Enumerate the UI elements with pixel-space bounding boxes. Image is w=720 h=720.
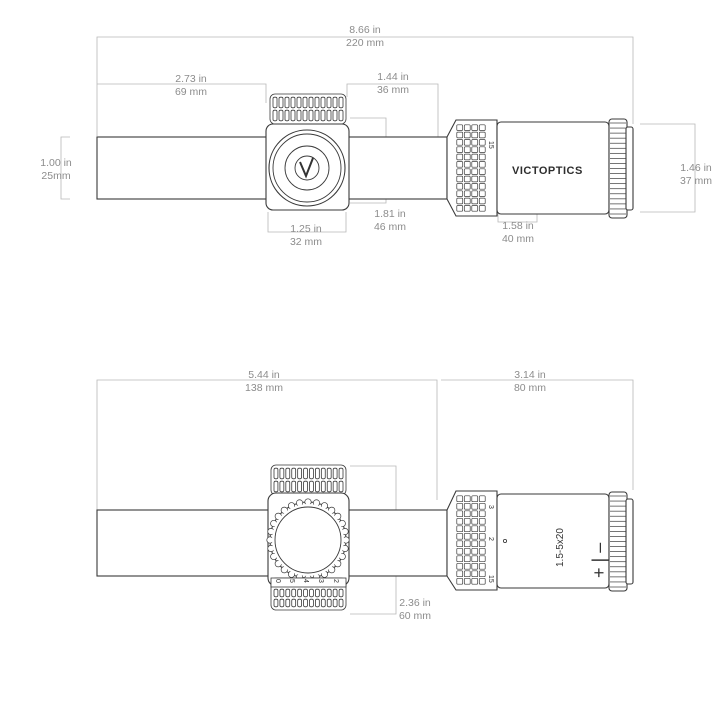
tube-diameter-in: 1.00 in	[40, 157, 72, 169]
model-label: 1.5-5x20	[555, 528, 566, 567]
top-ring-number: 15	[487, 141, 494, 149]
eyepiece-section-mm: 80 mm	[514, 382, 546, 394]
side-eyepiece-ring	[608, 491, 634, 592]
illum-mark-0: 0	[274, 579, 281, 583]
objective-to-power-ring-mm: 138 mm	[245, 382, 283, 394]
top-dimension-lines	[60, 36, 696, 233]
front-tube-length-in: 2.73 in	[175, 73, 207, 85]
illum-mark-5: 5	[288, 579, 295, 583]
eyepiece-length-in: 1.58 in	[502, 220, 534, 232]
turret-width-mm: 32 mm	[290, 236, 322, 248]
top-view: 15 VICTOPTICS 8.66 in 220 mm 2.73 in 69 …	[40, 24, 712, 248]
turret-to-eyepiece-mm: 36 mm	[377, 84, 409, 96]
objective-to-power-ring-in: 5.44 in	[248, 369, 280, 381]
brand-label: VICTOPTICS	[512, 165, 583, 177]
power-mark-2: 2	[487, 537, 494, 541]
tube-diameter-mm: 25mm	[41, 170, 70, 182]
overall-length-mm: 220 mm	[346, 37, 384, 49]
side-view: 0 5 4 3 2 3 2 15 1.5-5x20 + | – 5.44 in …	[96, 369, 634, 622]
top-turret-cap	[268, 129, 346, 207]
turret-height-mm: 46 mm	[374, 221, 406, 233]
overall-length-in: 8.66 in	[349, 24, 381, 36]
illum-mark-4: 4	[302, 579, 309, 583]
top-eyepiece-ring	[608, 118, 634, 219]
illum-mark-3: 3	[317, 579, 324, 583]
turret-to-eyepiece-in: 1.44 in	[377, 71, 409, 83]
side-top-knob	[270, 464, 347, 496]
turret-height-in: 1.81 in	[374, 208, 406, 220]
side-illumination-knob: 0 5 4 3 2	[270, 577, 347, 611]
side-turret-height-in: 2.36 in	[399, 597, 431, 609]
front-tube-length-mm: 69 mm	[175, 86, 207, 98]
side-power-ring: 3 2 15	[446, 490, 498, 591]
turret-width-in: 1.25 in	[290, 223, 322, 235]
power-mark-3: 3	[487, 505, 494, 509]
illum-mark-2: 2	[332, 579, 339, 583]
power-mark-15: 15	[487, 575, 494, 583]
side-turret-height-mm: 60 mm	[399, 610, 431, 622]
top-turret-knob	[269, 93, 347, 125]
eyepiece-length-mm: 40 mm	[502, 233, 534, 245]
diopter-sign: + | –	[589, 543, 609, 578]
eyepiece-diameter-in: 1.46 in	[680, 162, 712, 174]
top-power-ring: 15	[446, 119, 498, 217]
victoptics-logo-icon	[294, 155, 320, 181]
eyepiece-diameter-mm: 37 mm	[680, 175, 712, 187]
eyepiece-section-in: 3.14 in	[514, 369, 546, 381]
